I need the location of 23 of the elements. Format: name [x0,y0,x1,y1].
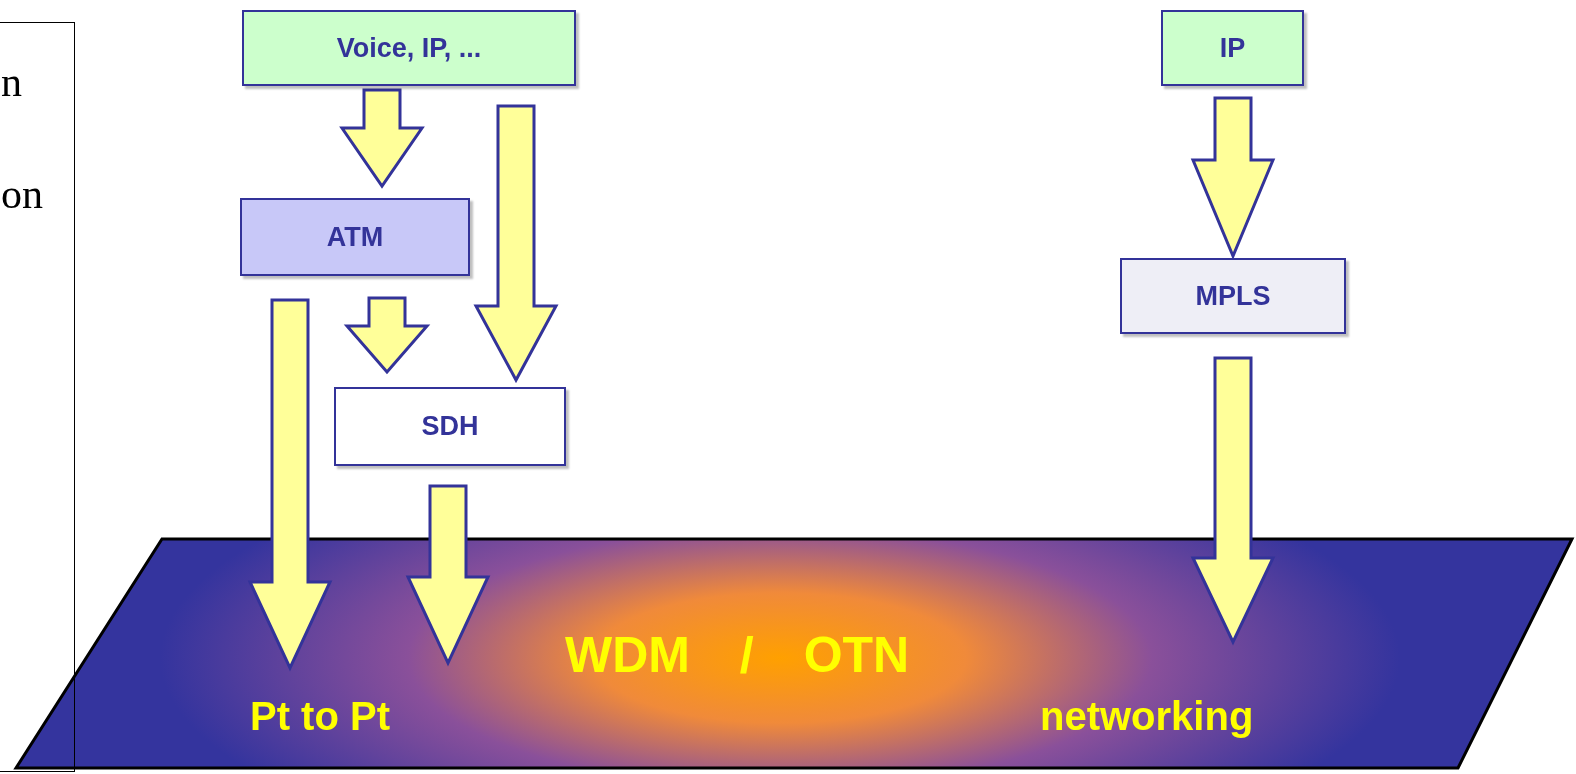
layer-label: WDM / OTN [565,630,910,680]
text-fragment: n [1,61,22,103]
process-box [334,387,566,466]
box-label: SDH [421,411,479,442]
block-arrow [405,484,491,667]
block-arrow [247,298,333,672]
process-box [1161,10,1304,86]
box-label: MPLS [1195,280,1271,312]
block-arrow [1190,96,1276,260]
text-panel [0,22,75,772]
process-box [240,198,470,276]
block-arrow [473,104,559,384]
layer-label: Pt to Pt [250,696,390,736]
box-label: Voice, IP, ... [336,32,482,64]
block-arrow [343,296,431,375]
text-fragment: on [1,173,43,215]
box-label: IP [1219,32,1246,64]
process-box [242,10,576,86]
box-label: ATM [326,221,384,253]
process-box [1120,258,1346,334]
block-arrow [339,88,425,189]
block-arrow [1190,356,1276,646]
layer-label: networking [1040,696,1254,736]
